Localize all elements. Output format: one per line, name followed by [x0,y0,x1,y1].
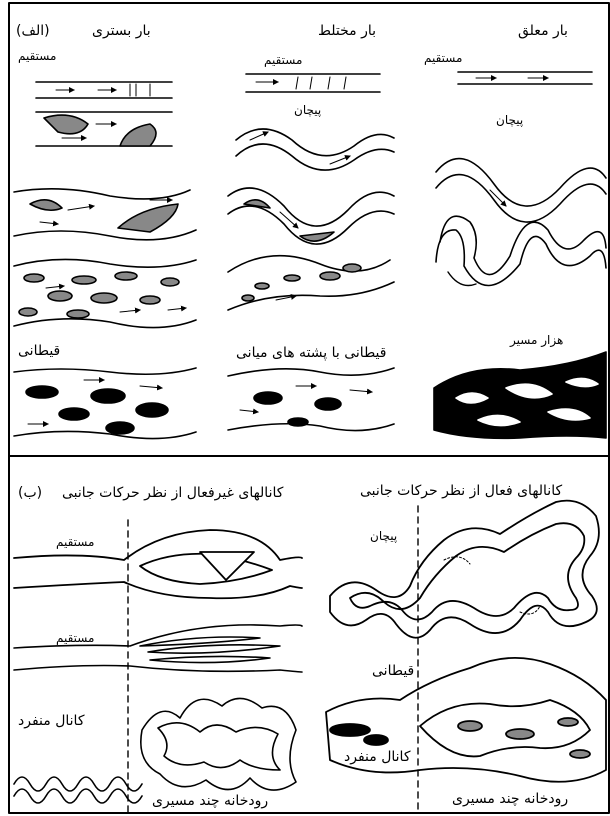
label-active-meander: پیچان [370,530,397,542]
susp-straight-channel [458,72,592,84]
label-active-single-channel: کانال منفرد [344,750,410,764]
mixed-straight-channel [246,74,380,92]
label-bed-braided: قیطانی [18,344,60,358]
column-title-suspended-load: بار معلق [518,24,568,38]
column-title-bed-load: بار بستری [92,24,151,38]
bed-straight-channel [36,82,172,98]
label-susp-meander: پیچان [496,114,523,126]
column-title-mixed-load: بار مختلط [318,24,376,38]
label-mixed-meander: پیچان [294,104,321,116]
panel-b-right-title: کانالهای فعال از نظر حرکات جانبی [360,484,562,498]
label-active-multichannel: رودخانه چند مسیری [452,792,568,806]
susp-meander-channel-1 [436,159,606,223]
active-meander-channel [330,501,599,638]
label-mixed-braided-midbar: قیطانی با پشته های میانی [236,346,386,360]
label-inactive-single-channel: کانال منفرد [18,714,84,728]
mixed-braided-channel [228,256,394,310]
label-bed-straight: مستقیم [18,50,56,62]
mixed-meander-channel-1 [236,129,394,170]
bed-braided-channel [14,368,196,439]
bed-wavy-bars-channel [14,189,196,240]
bed-straight-bars-channel [36,112,172,146]
mixed-braided-midbar-channel [228,368,394,431]
label-susp-anastomosing: هزار مسیر [510,334,563,346]
label-inactive-straight-1: مستقیم [56,536,94,548]
panel-b-tag: (ب) [18,486,42,500]
susp-meander-channel-2 [436,216,606,285]
label-mixed-straight: مستقیم [264,54,302,66]
bed-braided-bars-channel [14,259,196,327]
panel-a-tag: (الف) [16,24,50,38]
panel-b-left-title: کانالهای غیرفعال از نظر حرکات جانبی [62,486,283,500]
label-active-braided: قیطانی [372,664,414,678]
label-susp-straight: مستقیم [424,52,462,64]
susp-anastomosing-channel [434,352,606,438]
label-inactive-straight-2: مستقیم [56,632,94,644]
label-inactive-multichannel: رودخانه چند مسیری [152,794,268,808]
mixed-meander-channel-2 [228,188,394,244]
